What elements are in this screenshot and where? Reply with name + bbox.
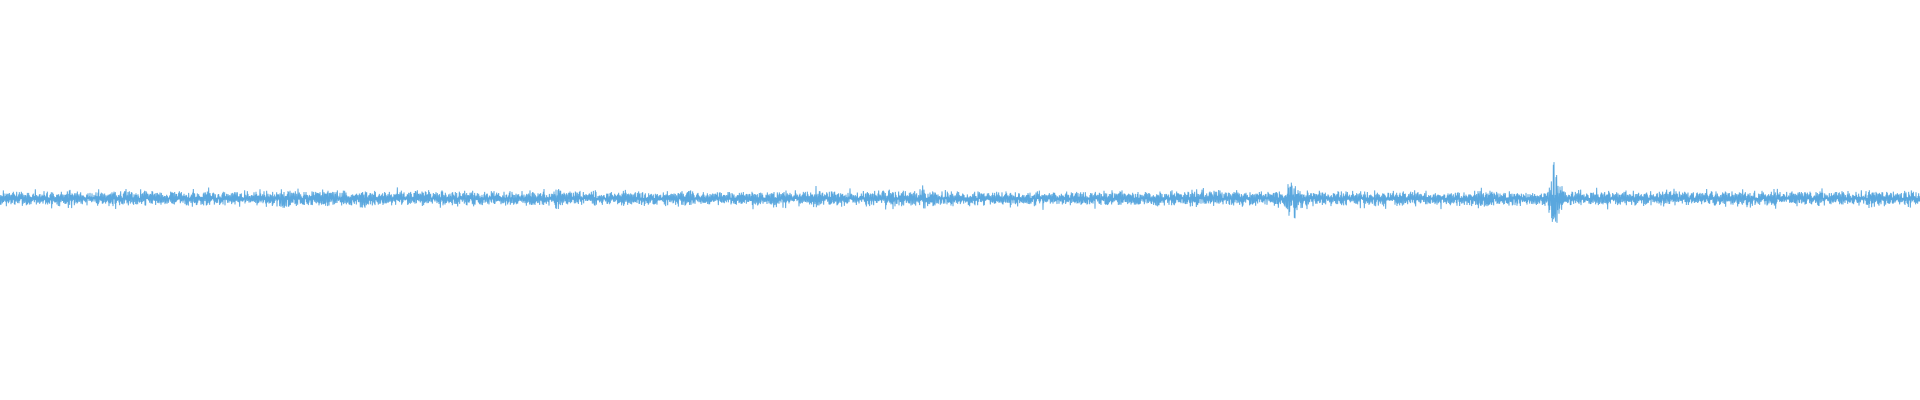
- waveform-trace: [0, 162, 1920, 223]
